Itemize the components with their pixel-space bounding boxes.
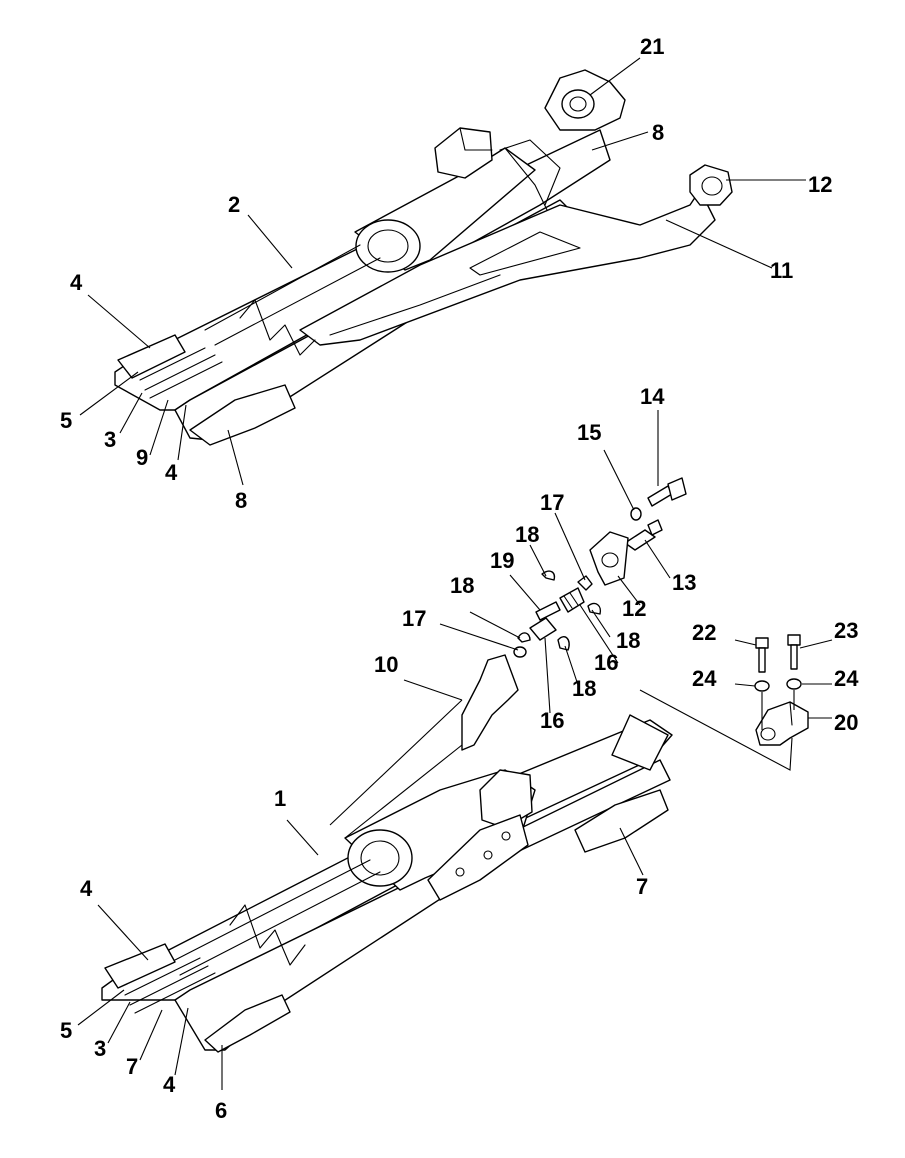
- callout-6: 6: [215, 1098, 227, 1123]
- callout-17-upper: 17: [540, 490, 564, 515]
- callout-21: 21: [640, 34, 664, 59]
- callout-10: 10: [374, 652, 398, 677]
- callout-22: 22: [692, 620, 716, 645]
- callout-18-d: 18: [572, 676, 596, 701]
- leader-lines: [77, 57, 833, 1090]
- callout-14: 14: [640, 384, 665, 409]
- callout-9: 9: [136, 445, 148, 470]
- callout-8-upper: 8: [652, 120, 664, 145]
- callout-1: 1: [274, 786, 286, 811]
- callout-8-lower-guard: 8: [235, 488, 247, 513]
- callout-15: 15: [577, 420, 601, 445]
- callout-16-lower: 16: [540, 708, 564, 733]
- callout-7-right: 7: [636, 874, 648, 899]
- upper-frame-assembly: [114, 69, 733, 446]
- callout-2: 2: [228, 192, 240, 217]
- bolt-assembly: [754, 634, 809, 746]
- callout-23: 23: [834, 618, 858, 643]
- callout-24-right: 24: [834, 666, 859, 691]
- callout-4-upper-bottom: 4: [165, 460, 178, 485]
- callout-13: 13: [672, 570, 696, 595]
- callout-18-a: 18: [515, 522, 539, 547]
- callout-4-lower-left: 4: [80, 876, 93, 901]
- callout-18-c: 18: [616, 628, 640, 653]
- callout-numbers: 21 8 12 2 11 4 5 3 9 4 8 14 15 17 18 19 …: [60, 34, 859, 1123]
- callout-5-lower: 5: [60, 1018, 72, 1043]
- callout-3-upper: 3: [104, 427, 116, 452]
- callout-4-upper-left: 4: [70, 270, 83, 295]
- callout-18-b: 18: [450, 573, 474, 598]
- callout-19: 19: [490, 548, 514, 573]
- callout-16-right: 16: [594, 650, 618, 675]
- callout-4-lower-bottom: 4: [163, 1072, 176, 1097]
- callout-3-lower: 3: [94, 1036, 106, 1061]
- lower-frame-assembly: [101, 654, 673, 1053]
- callout-24-left: 24: [692, 666, 717, 691]
- callout-12-upper: 12: [808, 172, 832, 197]
- callout-12-lower: 12: [622, 596, 646, 621]
- callout-7-lower: 7: [126, 1054, 138, 1079]
- callout-20: 20: [834, 710, 858, 735]
- callout-11: 11: [770, 258, 793, 283]
- callout-5-upper: 5: [60, 408, 72, 433]
- callout-17-lower: 17: [402, 606, 426, 631]
